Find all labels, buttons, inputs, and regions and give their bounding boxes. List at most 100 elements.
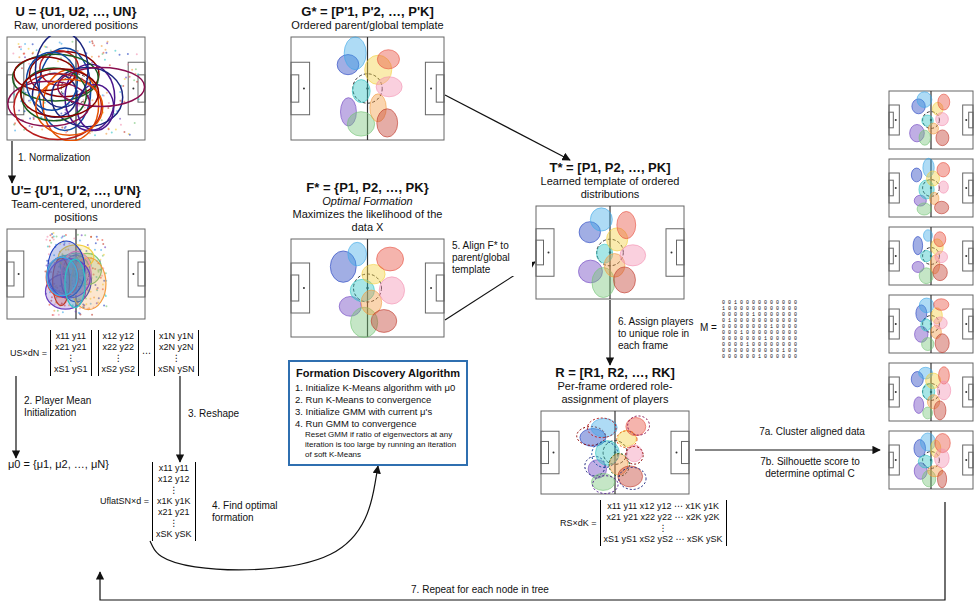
role-matrix: RS×dK =x11 y11 x12 y12 ⋯ x1K y1Kx21 y21 … <box>560 500 730 546</box>
matrix-bracket: x12 y12x22 y22⋮xS2 yS2 <box>98 330 140 376</box>
matrix-cell: ⋯ <box>142 348 151 359</box>
node-heading: T* = [P1, P2, …, PK] <box>535 160 685 175</box>
node-text: 1. Initialize K-Means algorithm with μ0 <box>295 382 461 394</box>
matrix-text: xS2 yS2 <box>102 364 136 375</box>
matrix-text: ⋮ <box>54 353 88 364</box>
flow-arrow <box>445 95 570 160</box>
mean-init-formula: μ0 = {μ1, μ2, …, μN} <box>8 458 109 471</box>
matrix-text: UflatSN×d = <box>100 496 149 507</box>
matrix-cell: μ0 = {μ1, μ2, …, μN} <box>8 458 109 471</box>
pitch-illustration <box>6 36 146 141</box>
matrix-text: μ0 = {μ1, μ2, …, μN} <box>8 458 109 471</box>
node-heading: F* = {P1, P2, …, PK} <box>290 180 445 195</box>
assignment-bits: 0 0 0 0 0 0 0 0 1 0 0 0 0 <box>722 324 797 330</box>
step-label: 7a. Cluster aligned data <box>752 426 872 438</box>
matrix-text: x21 y21 <box>156 507 192 518</box>
matrix-text: x2N y2N <box>158 342 195 353</box>
cluster-arrow <box>695 449 880 450</box>
assignment-bits: 0 0 0 0 0 0 1 0 0 0 0 0 0 <box>722 354 797 360</box>
assignment-bits: 0 1 0 0 0 0 0 0 0 0 0 0 0 <box>722 318 797 324</box>
learned-template-panel: T* = [P1, P2, …, PK]Learned template of … <box>535 160 685 300</box>
step-label: 3. Reshape <box>188 408 258 420</box>
node-heading: U = {U1, U2, …, UN} <box>6 4 146 19</box>
thumbnail-column <box>889 91 973 489</box>
matrix-text: ⋮ <box>156 485 192 496</box>
node-heading: Formation Discovery Algorithm <box>295 366 461 380</box>
node-text: Maximizes the likelihood of the data X <box>290 208 445 234</box>
assignment-bits: 1 0 0 0 0 0 0 0 0 0 0 0 0 <box>722 306 797 312</box>
flow-arrow <box>15 376 16 458</box>
pitch-illustration <box>290 238 445 338</box>
node-text: Ordered parent/global template <box>290 19 445 32</box>
assignment-bits: 0 0 1 0 0 0 0 0 0 0 0 0 0 <box>722 300 797 306</box>
pitch-illustration <box>540 410 690 495</box>
pitch-illustration <box>535 205 685 300</box>
matrix-text: x11 y11 <box>156 463 192 474</box>
matrix-bracket: x1N y1Nx2N y2N⋮xSN ySN <box>154 330 199 376</box>
matrix-text: xS1 yS1 xS2 yS2 ⋯ xSK ySK <box>604 534 723 545</box>
position-matrix: US×dN =x11 y11x21 y21⋮xS1 yS1x12 y12x22 … <box>10 330 202 376</box>
matrix-text: x1K y1K <box>156 496 192 507</box>
node-heading: G* = [P'1, P'2, …, P'K] <box>290 4 445 19</box>
matrix-text: xSK ySK <box>156 529 192 540</box>
matrix-text: RS×dK = <box>560 518 597 529</box>
node-text: Learned template of ordered distribution… <box>535 175 685 201</box>
assignment-bits: 0 0 0 0 0 1 0 0 0 0 0 0 0 <box>722 312 797 318</box>
flow-arrow <box>11 141 12 183</box>
assignment-bits: 0 0 0 1 0 0 0 0 0 0 0 0 0 <box>722 330 797 336</box>
matrix-text: ⋮ <box>158 353 195 364</box>
assignment-bits: 0 0 0 0 0 0 0 0 0 0 1 0 0 <box>722 348 797 354</box>
pitch-illustration <box>290 36 445 141</box>
matrix-text: x21 y21 <box>54 342 88 353</box>
flow-arrow <box>609 300 610 365</box>
matrix-text: xSN ySN <box>158 364 195 375</box>
step-label: 5. Align F* to parent/global template <box>452 240 532 276</box>
matrix-text: x11 y11 <box>54 331 88 342</box>
matrix-text: xS1 yS1 <box>54 364 88 375</box>
step-label: 7. Repeat for each node in tree <box>380 584 580 596</box>
step-label: 7b. Silhouette score to determine optima… <box>745 456 875 480</box>
node-text: 2. Run K-Means to convergence <box>295 394 461 406</box>
matrix-text: ⋮ <box>102 353 136 364</box>
step-label: 4. Find optimal formation <box>212 500 292 524</box>
flow-arrow <box>150 466 378 570</box>
step-label: 1. Normalization <box>18 152 128 164</box>
node-text: Team-centered, unordered positions <box>6 198 146 224</box>
assignment-bits: 0 0 0 0 1 0 0 0 0 0 0 0 0 <box>722 342 797 348</box>
node-heading: R = [R1, R2, …, RK] <box>540 365 690 380</box>
assignment-bits: 0 0 0 0 0 0 0 1 0 0 0 0 0 <box>722 336 797 342</box>
matrix-cell: RS×dK = <box>560 518 597 529</box>
matrix-bracket: x11 y11 x12 y12 ⋯ x1K y1Kx21 y21 x22 y22… <box>600 500 727 546</box>
matrix-cell: UflatSN×d = <box>100 496 149 507</box>
flow-arrow <box>179 376 180 462</box>
matrix-name: M = <box>700 322 717 334</box>
algorithm-box: Formation Discovery Algorithm 1. Initiali… <box>288 360 468 466</box>
node-text: 4. Run GMM to convergence <box>295 418 461 430</box>
centered-positions-panel: U'= {U'1, U'2, …, U'N}Team-centered, uno… <box>6 183 146 320</box>
node-text: Per-frame ordered role-assignment of pla… <box>540 380 690 406</box>
matrix-bracket: x11 y11x21 y21⋮xS1 yS1 <box>50 330 92 376</box>
matrix-text: x12 y12 <box>102 331 136 342</box>
matrix-text: US×dN = <box>10 348 47 359</box>
node-text: 3. Initialize GMM with current μ's <box>295 406 461 418</box>
node-text: Reset GMM if ratio of eigenvectors at an… <box>295 430 461 460</box>
raw-positions-panel: U = {U1, U2, …, UN}Raw, unordered positi… <box>6 4 146 141</box>
node-text: Optimal Formation <box>290 195 445 208</box>
matrix-text: x22 y22 <box>102 342 136 353</box>
matrix-text: x21 y21 x22 y22 ⋯ x2K y2K <box>604 512 723 523</box>
matrix-bracket: x11 y11x12 y12⋮x1K y1Kx21 y21⋮xSK ySK <box>152 462 196 541</box>
step-label: 2. Player Mean Initialization <box>24 395 104 419</box>
step-label: 6. Assign players to unique role in each… <box>618 316 702 352</box>
matrix-cell: US×dN = <box>10 348 47 359</box>
role-assignment-panel: R = [R1, R2, …, RK]Per-frame ordered rol… <box>540 365 690 495</box>
node-heading: U'= {U'1, U'2, …, U'N} <box>6 183 146 198</box>
node-text: Raw, unordered positions <box>6 19 146 32</box>
global-template-panel: G* = [P'1, P'2, …, P'K]Ordered parent/gl… <box>290 4 445 141</box>
matrix-text: ⋮ <box>156 518 192 529</box>
optimal-formation-panel: F* = {P1, P2, …, PK}Optimal FormationMax… <box>290 180 445 338</box>
matrix-text: ⋯ <box>142 348 151 359</box>
flattened-matrix: UflatSN×d =x11 y11x12 y12⋮x1K y1Kx21 y21… <box>100 462 199 541</box>
matrix-text: x12 y12 <box>156 474 192 485</box>
pitch-illustration <box>6 228 146 320</box>
